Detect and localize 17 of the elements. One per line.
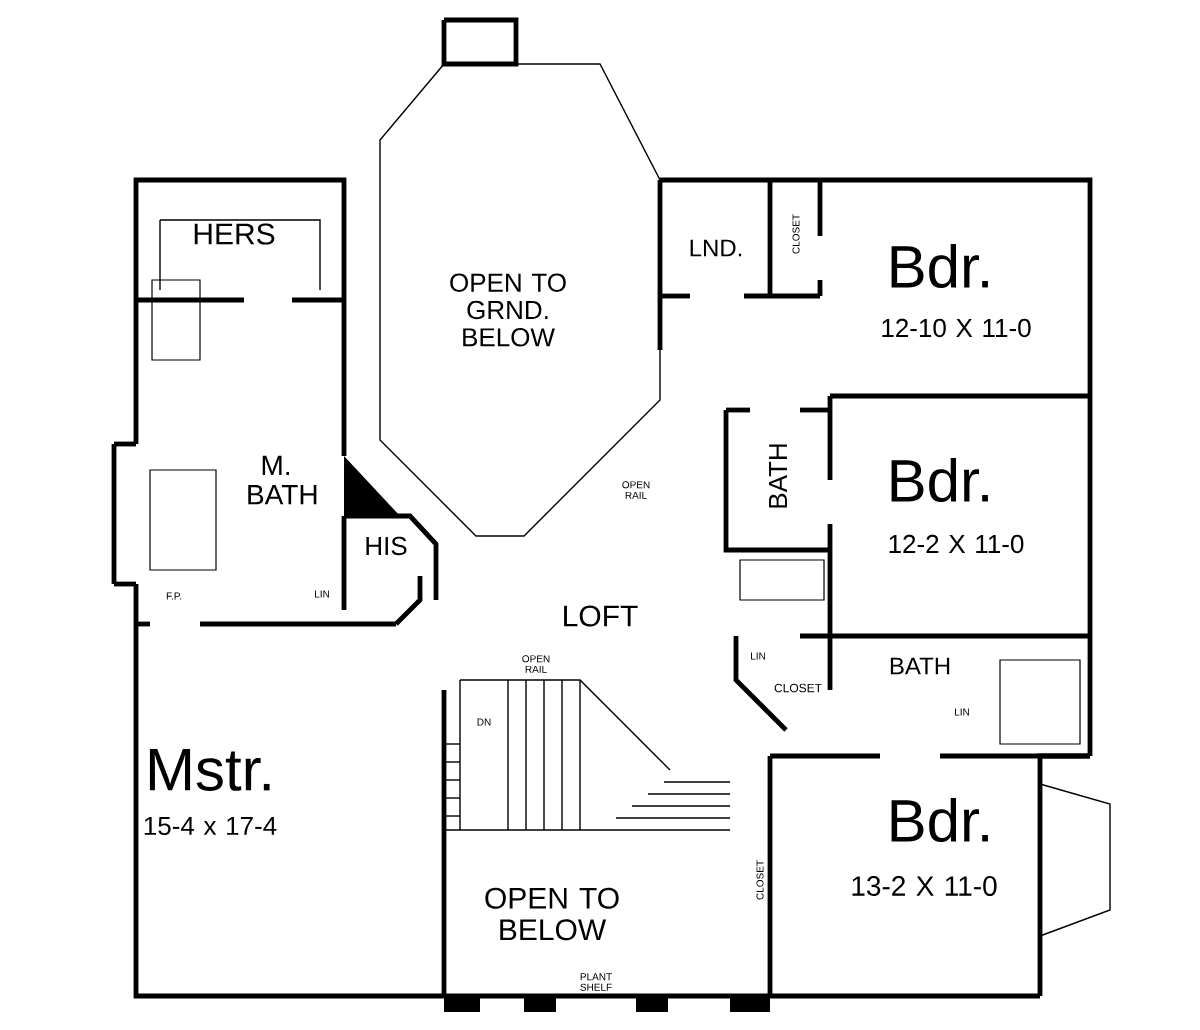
room-size: 13-2 X 11-0 xyxy=(852,876,997,896)
room-label: LND. xyxy=(690,239,742,257)
room-size: 12-10 X 11-0 xyxy=(882,318,1031,338)
room-label: HERS xyxy=(194,223,275,245)
room-size: 12-2 X 11-0 xyxy=(889,534,1024,554)
room-size: 15-4 x 17-4 xyxy=(144,816,277,836)
room-label: OPEN TO BELOW xyxy=(485,887,619,941)
room-label: OPEN TO GRND. BELOW xyxy=(450,273,566,347)
room-label: Bdr. xyxy=(891,458,988,503)
room-label: M. BATH xyxy=(248,455,317,505)
room-label: BATH xyxy=(769,444,787,508)
room-label: HIS xyxy=(366,536,407,556)
room-label: LOFT xyxy=(564,605,638,627)
room-label: Bdr. xyxy=(891,244,988,289)
room-label: BATH xyxy=(890,657,950,675)
room-label: Mstr. xyxy=(149,749,270,791)
room-label: Bdr. xyxy=(891,798,988,843)
